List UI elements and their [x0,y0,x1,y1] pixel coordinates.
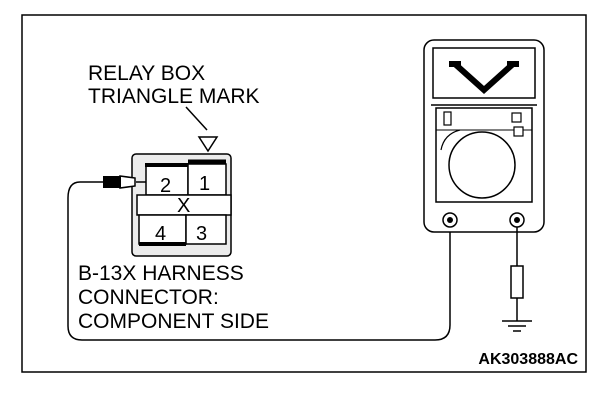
test-probe [97,175,146,189]
resistor-icon [510,265,524,299]
connector-pin-1: 1 [199,173,210,195]
relay-box-label-line2: TRIANGLE MARK [88,85,260,108]
connector-center-mark: X [177,195,190,217]
harness-connector: 2 1 X 4 3 [131,153,232,257]
connector-label-line2: CONNECTOR: [78,286,219,309]
ground-icon [502,320,532,332]
connector-label-line1: B-13X HARNESS [78,262,244,285]
figure-frame [21,14,587,373]
multimeter-indicator-2 [513,126,524,137]
connector-label-line3: COMPONENT SIDE [78,310,269,333]
multimeter-indicator-1 [511,112,522,123]
ground-lead [502,227,532,332]
relay-box-label-line1: RELAY BOX [88,62,205,85]
multimeter [423,39,545,233]
figure-id: AK303888AC [478,351,578,368]
connector-pin-3: 3 [196,223,207,245]
connector-pin-4: 4 [155,223,166,245]
voltage-v-icon [449,61,519,95]
multimeter-rotary-dial [448,131,516,199]
test-lead-wire [67,181,451,341]
connector-pin-2: 2 [160,175,171,197]
multimeter-switch-button [443,111,452,126]
triangle-mark-icon [185,106,219,153]
